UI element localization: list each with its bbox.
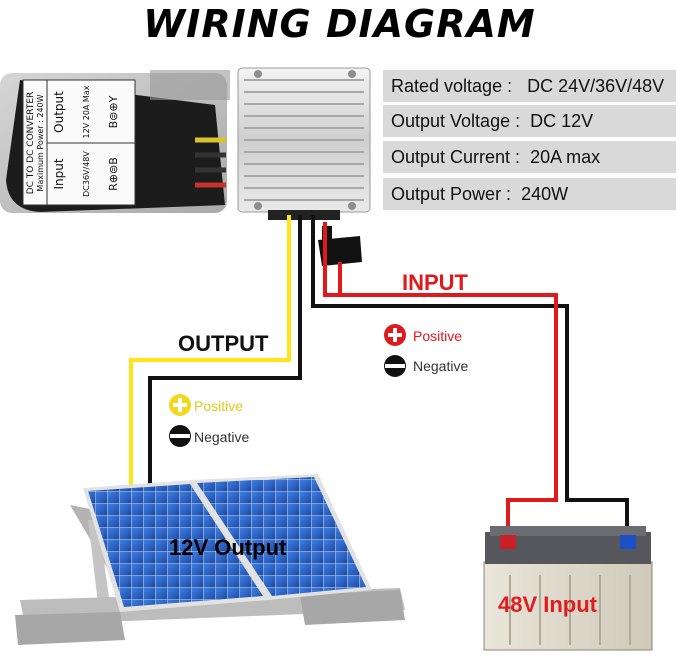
converter-label-output-spec: 12V 20A Max bbox=[82, 85, 91, 138]
converter-label-input-terms: R⊕⊜B bbox=[107, 157, 120, 191]
output-positive-icon bbox=[169, 394, 191, 416]
spec-value: DC 12V bbox=[530, 111, 594, 131]
output-negative-text: Negative bbox=[194, 429, 249, 445]
output-negative-wire bbox=[148, 215, 302, 488]
input-negative-wire bbox=[311, 215, 629, 535]
spec-output-current: Output Current : 20A max bbox=[383, 141, 676, 173]
converter-label-power: Maximum Power : 240W bbox=[36, 94, 45, 191]
panel-label: 12V Output bbox=[169, 535, 287, 560]
spec-label: Output Power : bbox=[391, 184, 512, 204]
converter-label-title: DC TO DC CONVERTER bbox=[26, 92, 36, 195]
battery-48v bbox=[483, 526, 653, 651]
spec-label: Rated voltage : bbox=[391, 76, 513, 96]
spec-label: Output Voltage : bbox=[391, 111, 521, 131]
input-negative-icon bbox=[384, 355, 406, 377]
spec-value: 240W bbox=[521, 184, 569, 204]
output-label: OUTPUT bbox=[178, 331, 269, 356]
converter-closeup-photo: DC TO DC CONVERTER Maximum Power : 240W … bbox=[0, 70, 230, 213]
spec-label: Output Current : bbox=[391, 147, 521, 167]
battery-positive-terminal bbox=[500, 535, 516, 549]
battery-label: 48V Input bbox=[498, 592, 598, 617]
solar-panel bbox=[15, 474, 405, 645]
input-positive-wire bbox=[323, 222, 558, 535]
converter-label-output: Output bbox=[52, 91, 66, 133]
battery-negative-terminal bbox=[620, 535, 636, 549]
converter-label-input: Input bbox=[52, 158, 66, 189]
output-positive-text: Positive bbox=[194, 398, 243, 414]
output-positive-wire bbox=[129, 215, 291, 488]
spec-output-voltage: Output Voltage : DC 12V bbox=[383, 105, 676, 137]
converter-label-input-spec: DC36V/48V bbox=[82, 151, 91, 197]
spec-output-power: Output Power : 240W bbox=[383, 178, 676, 210]
input-negative-text: Negative bbox=[413, 358, 468, 374]
output-negative-icon bbox=[169, 425, 191, 447]
spec-rated-voltage: Rated voltage : DC 24V/36V/48V bbox=[383, 70, 676, 102]
input-positive-text: Positive bbox=[413, 328, 462, 344]
dc-converter-unit bbox=[237, 67, 371, 220]
input-label: INPUT bbox=[402, 270, 469, 295]
spec-value: DC 24V/36V/48V bbox=[527, 76, 665, 96]
diagram-title: WIRING DIAGRAM bbox=[143, 2, 536, 46]
input-positive-icon bbox=[384, 324, 406, 346]
spec-value: 20A max bbox=[530, 147, 601, 167]
converter-label-output-terms: B⊜⊕Y bbox=[107, 95, 120, 128]
